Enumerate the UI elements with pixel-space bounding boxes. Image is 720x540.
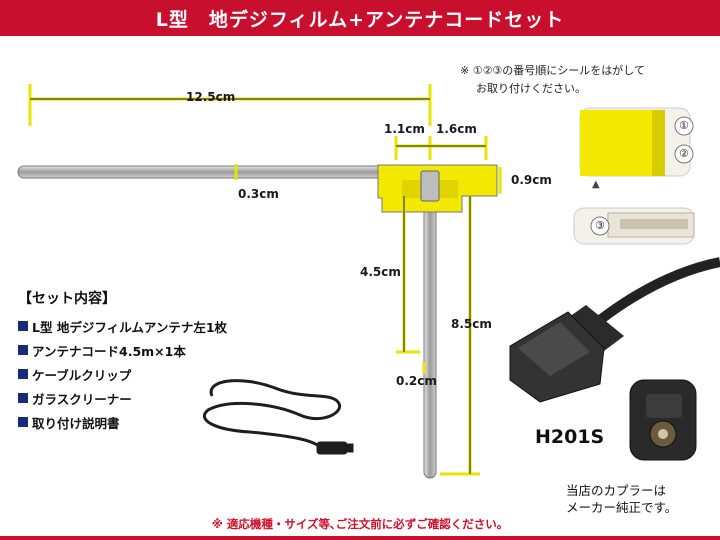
dimension-vertical-width-label: 0.2cm	[396, 374, 437, 388]
list-item: アンテナコード4.5m×1本	[18, 338, 227, 362]
peel-instruction-line2: お取り付けください。	[476, 82, 586, 95]
bullet-square-icon	[18, 393, 28, 403]
footer-rule	[0, 536, 720, 540]
antenna-cord	[202, 379, 354, 455]
antenna-horizontal-element	[17, 165, 431, 179]
connector-cable	[509, 257, 720, 403]
dimension-vertical-long-label: 8.5cm	[451, 317, 492, 331]
connector-model-label: H201S	[535, 426, 605, 448]
set-contents-title: 【セット内容】	[18, 291, 116, 307]
seal-number-icons	[590, 116, 694, 236]
coupler-front-view	[629, 379, 697, 461]
peel-instruction-line1: ※ ①②③の番号順にシールをはがして	[460, 64, 645, 77]
set-contents: 【セット内容】 L型 地デジフィルムアンテナ左1枚 アンテナコード4.5m×1本…	[18, 288, 227, 434]
dimension-tab-height-label: 0.9cm	[511, 173, 552, 187]
antenna-diagram: ▲	[17, 84, 720, 479]
svg-text:▲: ▲	[592, 179, 600, 190]
dimension-wire-width-label: 0.3cm	[238, 187, 279, 201]
seal-number-1: ①	[679, 119, 689, 132]
seal-number-3: ③	[595, 219, 605, 232]
page-title: L型 地デジフィルム+アンテナコードセット	[155, 8, 565, 31]
seal-number-2: ②	[679, 147, 689, 160]
bullet-square-icon	[18, 369, 28, 379]
footer-warning: ※ 適応機種・サイズ等､ご注文前に必ずご確認ください。	[211, 517, 509, 531]
bullet-square-icon	[18, 345, 28, 355]
coupler-note: 当店のカプラーは メーカー純正です。	[566, 483, 678, 515]
seal-strip-3	[573, 207, 695, 245]
bullet-square-icon	[18, 417, 28, 427]
list-item: L型 地デジフィルムアンテナ左1枚	[18, 314, 227, 338]
list-item: 取り付け説明書	[18, 410, 227, 434]
dimension-tab-right-label: 1.6cm	[436, 122, 477, 136]
title-banner: L型 地デジフィルム+アンテナコードセット	[0, 0, 720, 36]
film-tab	[377, 164, 498, 213]
list-item: ガラスクリーナー	[18, 386, 227, 410]
antenna-vertical-element	[423, 167, 437, 479]
dimension-length-label: 12.5cm	[186, 90, 236, 104]
bullet-square-icon	[18, 321, 28, 331]
dimension-vertical-short-label: 4.5cm	[360, 265, 401, 279]
list-item: ケーブルクリップ	[18, 362, 227, 386]
dimension-tab-left-label: 1.1cm	[384, 122, 425, 136]
seal-strip-1-2: ▲	[579, 107, 691, 190]
